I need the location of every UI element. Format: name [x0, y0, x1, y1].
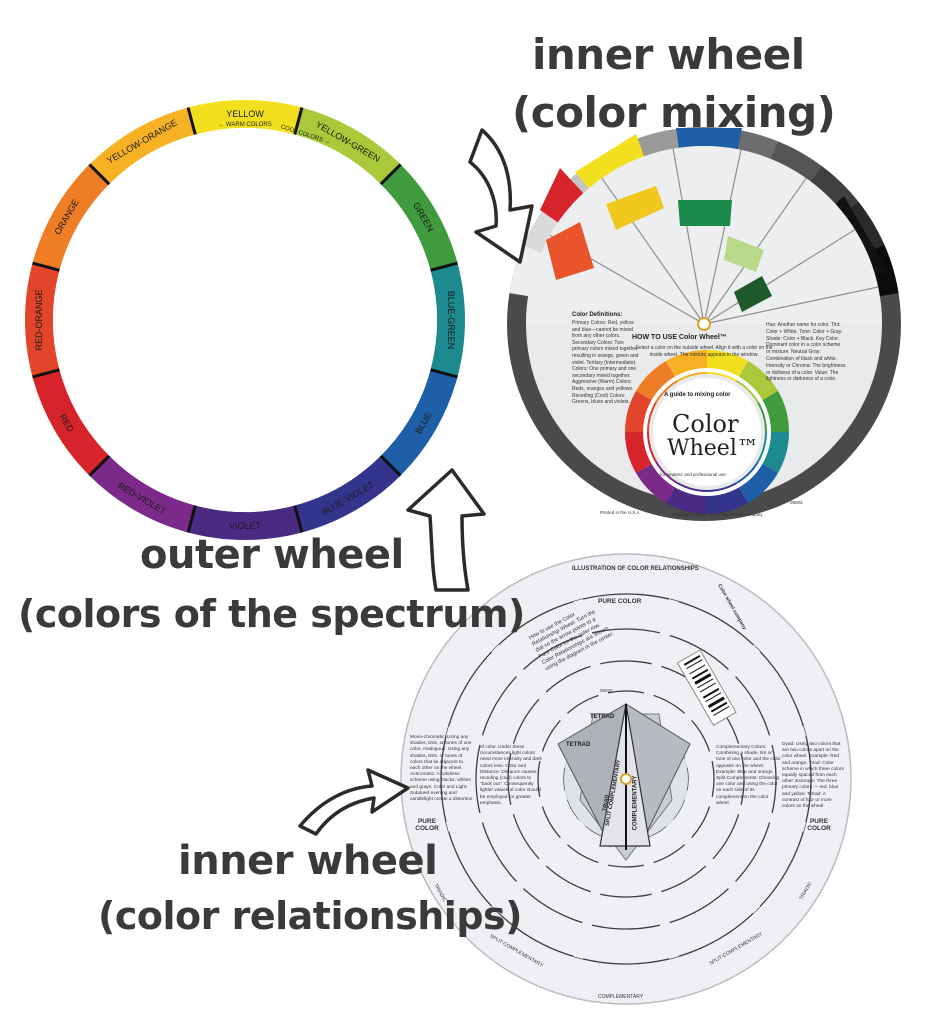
- caption-inner-wheel-mixing-line1: inner wheel: [532, 30, 805, 79]
- segment-blue: [380, 369, 458, 476]
- relationships-dyad-text: Dyad: Using two colors that are two colo…: [782, 742, 844, 810]
- relationships-comp-text: Complementary Colors: Combining a shade,…: [716, 745, 781, 806]
- mixing-definitions-right: Hue: Another name for color. Tint: Color…: [766, 322, 846, 383]
- mixing-brand-line1: Color: [672, 410, 739, 438]
- warm-colors-label: ← WARM COLORS: [218, 122, 271, 128]
- color-mixing-wheel: [507, 126, 901, 521]
- mixing-footer-copyright: Copyright ©2002, The Color Wheel Company: [672, 512, 763, 517]
- segment-label: RED-ORANGE: [34, 289, 44, 350]
- relationships-pure-color-left: PURE COLOR: [415, 818, 439, 832]
- mixing-brand-line2: Wheel™: [667, 436, 759, 461]
- segment-blue-violet: [294, 455, 401, 533]
- segment-yellow-orange: [89, 107, 196, 185]
- relationships-center-tetrad-a: TETRAD: [590, 714, 615, 720]
- segment-orange: [32, 164, 110, 271]
- relationships-title: ILLUSTRATION OF COLOR RELATIONSHIPS: [572, 566, 699, 572]
- caption-inner-wheel-mixing-line2: (color mixing): [512, 88, 836, 137]
- mixing-how-to-text: Select a color on the outside wheel. Ali…: [635, 345, 773, 358]
- segment-yellow: [188, 99, 302, 135]
- caption-outer-wheel-line1: outer wheel: [140, 532, 404, 578]
- caption-inner-wheel-relationships-line2: (color relationships): [98, 894, 523, 938]
- relationships-outer-complementary: COMPLEMENTARY: [598, 994, 644, 1000]
- segment-label: YELLOW: [226, 109, 264, 119]
- caption-inner-wheel-relationships-line1: inner wheel: [178, 838, 438, 884]
- segment-label: VIOLET: [229, 521, 262, 531]
- segment-label: BLUE-GREEN: [446, 291, 456, 350]
- segment-red-orange: [24, 263, 60, 377]
- mixing-footer-code: 05002: [790, 500, 803, 505]
- mixing-definitions-left: Primary Colors: Red, yellow and blue—can…: [572, 320, 639, 406]
- relationships-mono-text: Mono-chromatic: Using any shades, tints,…: [410, 735, 473, 803]
- mixing-how-to-title: HOW TO USE Color Wheel™: [632, 334, 727, 341]
- relationships-mid-text: of color. Under these circumstances ligh…: [480, 745, 542, 806]
- color-relationships-wheel: [400, 553, 852, 1005]
- segment-yellow-green: [294, 107, 401, 185]
- outer-spectrum-wheel: YELLOWYELLOW-GREENGREENBLUE-GREENBLUEBLU…: [24, 99, 465, 540]
- relationships-pure-color-top: PURE COLOR: [598, 598, 642, 605]
- caption-outer-wheel-line2: (colors of the spectrum): [18, 592, 525, 636]
- mixing-guide-text: A guide to mixing color: [664, 392, 731, 398]
- segment-violet: [188, 505, 302, 540]
- segment-red-violet: [89, 455, 196, 533]
- segment-red: [32, 369, 110, 476]
- mixing-for-text: for amateur and professional use: [660, 472, 726, 477]
- relationships-pure-color-right: PURE COLOR: [807, 818, 831, 832]
- relationships-code: 05032: [600, 688, 613, 693]
- relationships-center-tetrad-b: TETRAD: [566, 742, 591, 748]
- mixing-footer-printed: Printed in the U.S.A.: [600, 510, 641, 515]
- segment-blue-green: [430, 263, 465, 377]
- segment-green: [380, 164, 458, 271]
- mixing-definitions-title: Color Definitions:: [572, 312, 623, 318]
- arrow-icon: [298, 128, 534, 836]
- relationships-center-complementary: COMPLEMENTARY: [632, 775, 639, 831]
